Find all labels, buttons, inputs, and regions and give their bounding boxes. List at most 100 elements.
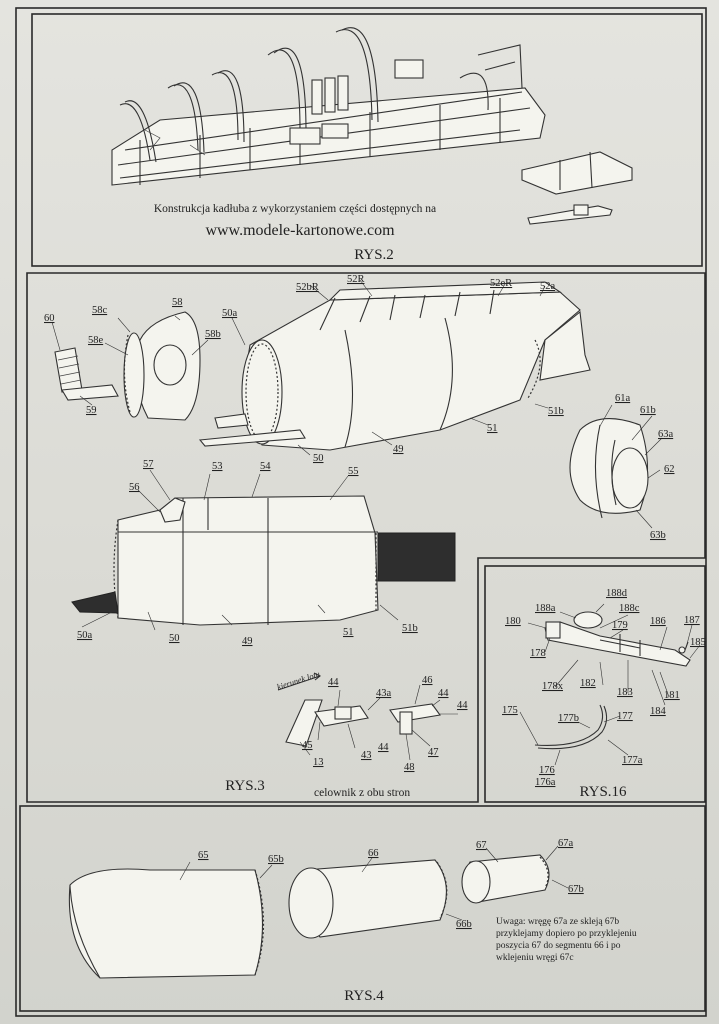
- label-56: 56: [129, 482, 140, 493]
- rys16-title: RYS.16: [579, 784, 627, 800]
- note-line-1: Uwaga: wręgę 67a ze skleją 67b: [496, 917, 619, 927]
- label-182: 182: [580, 678, 596, 689]
- rys2-caption: Konstrukcja kadłuba z wykorzystaniem czę…: [154, 203, 436, 215]
- label-50-bottom: 50: [169, 633, 180, 644]
- gun-assembly-drawing: [519, 603, 701, 766]
- rys4-note: Uwaga: wręgę 67a ze skleją 67b przykleja…: [496, 917, 637, 963]
- label-177b: 177b: [558, 713, 579, 724]
- label-54: 54: [260, 461, 271, 472]
- label-50-top: 50: [313, 453, 324, 464]
- label-51b-bottom: 51b: [402, 623, 418, 634]
- label-58b: 58b: [205, 329, 221, 340]
- label-188d: 188d: [606, 588, 628, 599]
- label-47: 47: [428, 747, 439, 758]
- panel-rys16: 188d 188a 188c 180 179 186 187 185 178 1…: [484, 565, 706, 803]
- sight-caption: celownik z obu stron: [314, 787, 410, 799]
- label-67a: 67a: [558, 838, 574, 849]
- label-183: 183: [617, 687, 633, 698]
- fuselage-frame-drawing: [111, 27, 546, 186]
- label-63b: 63b: [650, 530, 666, 541]
- label-63a: 63a: [658, 429, 674, 440]
- label-65b: 65b: [268, 854, 284, 865]
- label-181: 181: [664, 690, 680, 701]
- label-188c: 188c: [619, 603, 640, 614]
- part-65-segment: [68, 861, 273, 979]
- note-line-4: wklejeniu wręgi 67c: [496, 953, 574, 963]
- part-66-segment: [288, 857, 463, 939]
- label-51-top: 51: [487, 423, 498, 434]
- panel-rys2: Konstrukcja kadłuba z wykorzystaniem czę…: [31, 13, 703, 267]
- label-44-b: 44: [438, 688, 449, 699]
- label-61b: 61b: [640, 405, 656, 416]
- label-52eR: 52eR: [490, 278, 512, 289]
- label-175: 175: [502, 705, 518, 716]
- gun-sight-parts: [277, 672, 458, 761]
- label-57: 57: [143, 459, 154, 470]
- label-67b: 67b: [568, 884, 584, 895]
- label-13: 13: [313, 757, 324, 768]
- label-178: 178: [530, 648, 546, 659]
- label-66: 66: [368, 848, 379, 859]
- part-61-cowling: [569, 404, 663, 529]
- label-44-d: 44: [378, 742, 389, 753]
- label-46: 46: [422, 675, 433, 686]
- label-45: 45: [302, 740, 313, 751]
- label-180: 180: [505, 616, 521, 627]
- part-67-segment: [461, 845, 569, 904]
- label-67: 67: [476, 840, 487, 851]
- label-44-a: 44: [328, 677, 339, 688]
- label-52a: 52a: [540, 281, 556, 292]
- label-43a: 43a: [376, 688, 392, 699]
- label-52bR: 52bR: [296, 282, 319, 293]
- note-line-3: poszycia 67 do segmentu 66 i po: [496, 941, 621, 951]
- label-51-bottom: 51: [343, 627, 354, 638]
- note-line-2: przyklejamy dopiero po przyklejeniu: [496, 929, 637, 939]
- label-59: 59: [86, 405, 97, 416]
- rys2-title: RYS.2: [354, 247, 394, 263]
- label-55: 55: [348, 466, 359, 477]
- label-58e: 58e: [88, 335, 104, 346]
- label-58: 58: [172, 297, 183, 308]
- label-49-top: 49: [393, 444, 404, 455]
- rys2-url: www.modele-kartonowe.com: [205, 222, 395, 239]
- label-48: 48: [404, 762, 415, 773]
- part-60-59: [51, 321, 119, 406]
- label-177a: 177a: [622, 755, 643, 766]
- panel-rys3: 60 58c 58 58e 58b 59 50a 52bR 52R 52eR 5…: [26, 272, 706, 803]
- label-60: 60: [44, 313, 55, 324]
- label-53: 53: [212, 461, 223, 472]
- small-parts-rys2: [521, 151, 633, 225]
- dark-panel: [377, 532, 456, 582]
- part-58-nose: [104, 311, 209, 421]
- panel-rys3-border: [26, 272, 706, 803]
- label-65: 65: [198, 850, 209, 861]
- label-178x: 178x: [542, 681, 564, 692]
- label-66b: 66b: [456, 919, 472, 930]
- rys3-title: RYS.3: [225, 778, 265, 794]
- panel-rys16-border: [484, 565, 706, 803]
- label-51b-top: 51b: [548, 406, 564, 417]
- label-52R: 52R: [347, 274, 365, 285]
- flight-direction-label: kierunek lotu: [276, 669, 322, 692]
- label-50a-bottom: 50a: [77, 630, 93, 641]
- label-184: 184: [650, 706, 667, 717]
- label-43: 43: [361, 750, 372, 761]
- panel-rys4-border: [19, 805, 706, 1012]
- label-185: 185: [690, 637, 706, 648]
- label-58c: 58c: [92, 305, 108, 316]
- label-49-bottom: 49: [242, 636, 253, 647]
- label-62: 62: [664, 464, 675, 475]
- label-61a: 61a: [615, 393, 631, 404]
- label-186: 186: [650, 616, 666, 627]
- panel-rys2-border: [31, 13, 703, 267]
- label-177: 177: [617, 711, 633, 722]
- rys4-title: RYS.4: [344, 988, 384, 1004]
- label-188a: 188a: [535, 603, 556, 614]
- label-179: 179: [612, 620, 628, 631]
- fuselage-side-view: [71, 469, 456, 631]
- label-187: 187: [684, 615, 700, 626]
- panel-rys4: 65 65b 66 66b 67 67a 67b Uwaga: wręgę 67…: [19, 805, 706, 1012]
- sheet-border: [15, 7, 707, 1017]
